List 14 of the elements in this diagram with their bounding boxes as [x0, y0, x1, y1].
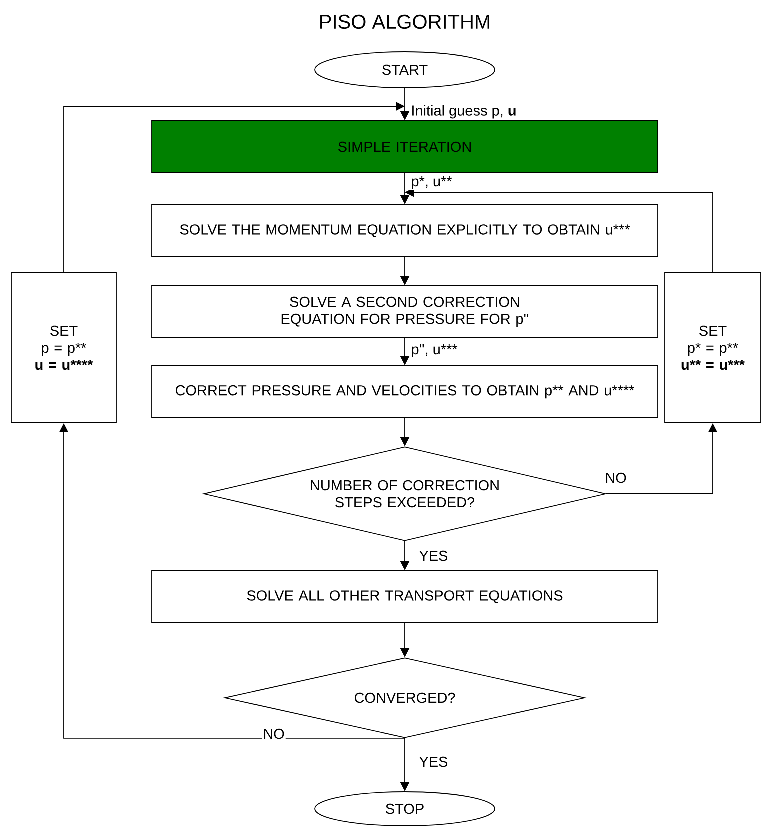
- edge-label: Initial guess p, u: [410, 104, 518, 120]
- process-box: CORRECT PRESSURE AND VELOCITIES TO OBTAIN p** AND u****: [152, 366, 658, 418]
- process-box: SET p* = p** u** = u***: [664, 272, 762, 424]
- edge-label: p*, u**: [410, 176, 454, 190]
- edge-label: YES: [418, 550, 450, 562]
- process-box: SIMPLE ITERATION: [152, 120, 658, 174]
- process-box: SET p = p** u = u****: [11, 272, 117, 424]
- title: PISO ALGORITHM: [320, 14, 490, 30]
- process-box: SOLVE A SECOND CORRECTION EQUATION FOR PRESSURE FOR p'': [152, 286, 658, 338]
- edge-label: p'', u***: [410, 344, 459, 358]
- process-box: SOLVE THE MOMENTUM EQUATION EXPLICITLY TO OBTAIN u***: [152, 204, 658, 258]
- edge-label: NO: [262, 728, 286, 740]
- edge-label: YES: [418, 756, 450, 768]
- process-box: SOLVE ALL OTHER TRANSPORT EQUATIONS: [152, 570, 658, 624]
